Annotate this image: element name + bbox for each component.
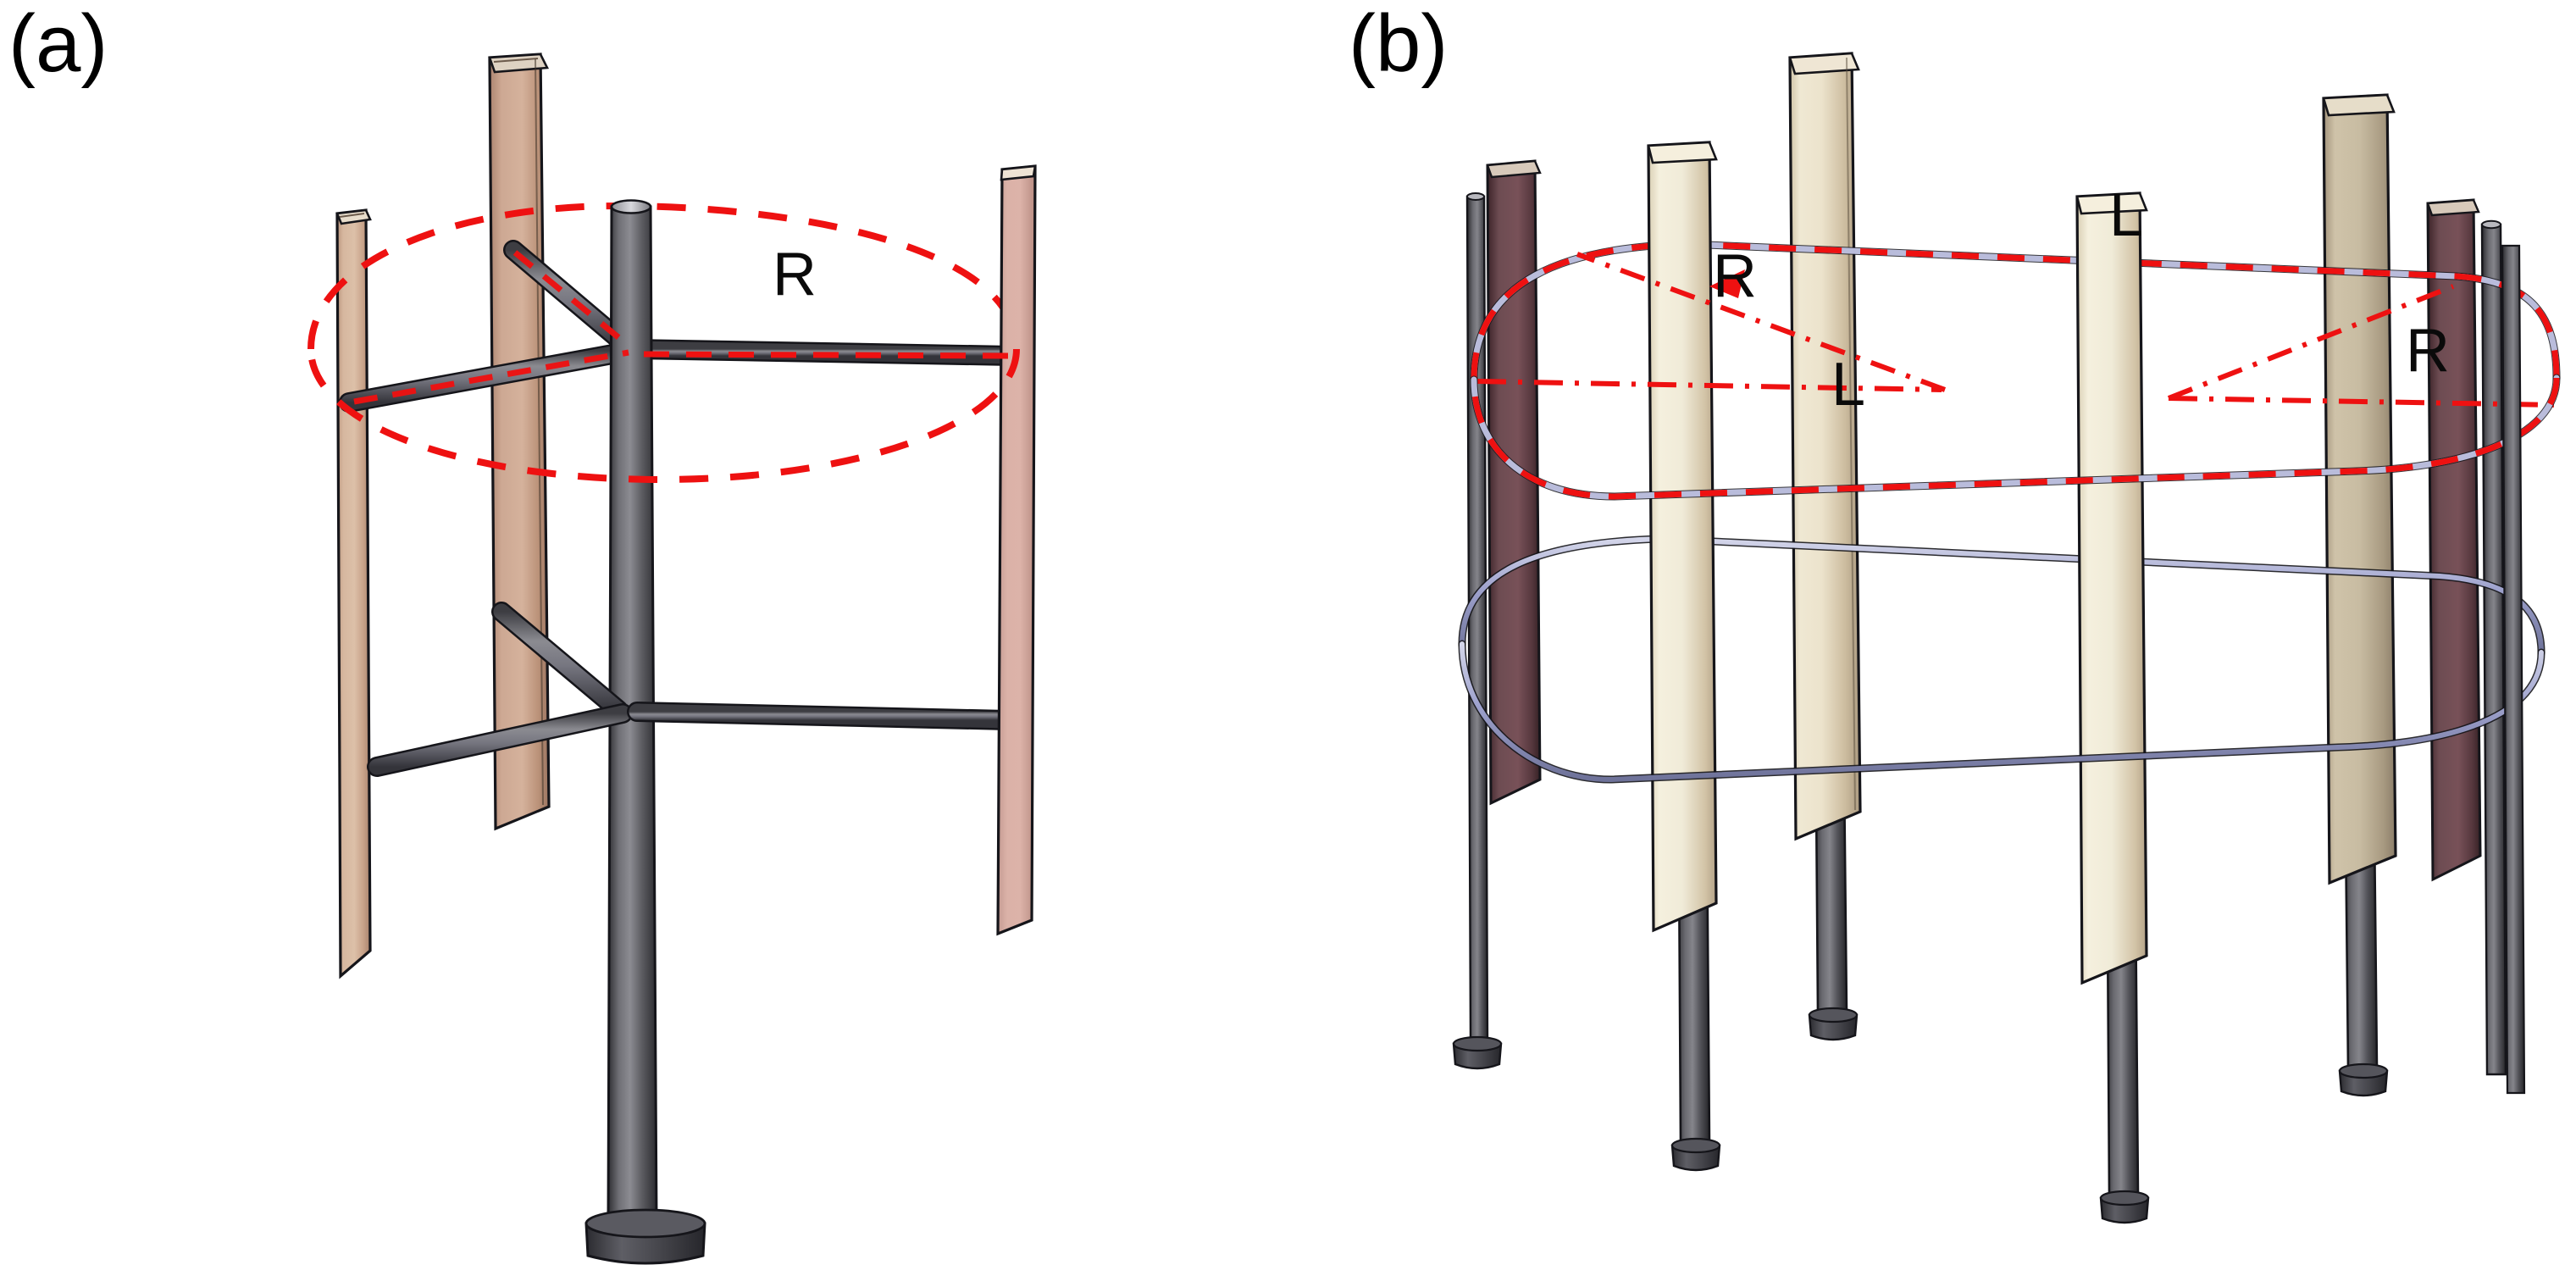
panel-label-b: (b) — [1349, 0, 1449, 89]
panel-label-a: (a) — [8, 0, 108, 89]
foot-b-back-left — [1452, 1035, 1503, 1070]
blade-a-right — [996, 164, 1037, 936]
base-foot-a — [584, 1208, 706, 1265]
foot-b-mid-front — [2099, 1190, 2150, 1224]
dimension-label-radius-b-right: R — [2406, 317, 2450, 385]
shaft-b-back-right — [2480, 219, 2507, 1076]
lower-path-b-far — [1458, 535, 2546, 657]
foot-b-mid-back — [1808, 1007, 1859, 1041]
dimension-label-radius-a: R — [773, 241, 817, 308]
dimension-label-length-b-top: L — [2109, 181, 2144, 249]
panel-b-assembly — [1452, 52, 2561, 1224]
panel-a-assembly — [307, 53, 1037, 1265]
blade-b-right-back-taupe — [2322, 93, 2397, 885]
strut-group-lower-a — [367, 602, 1018, 777]
foot-b-right-back — [2338, 1062, 2389, 1097]
blade-b-mid-back-cream — [1788, 52, 1862, 841]
rotor-path-circle-a-near — [307, 250, 1020, 484]
blade-b-back-left-maroon — [1486, 159, 1542, 806]
blade-b-back-right-maroon — [2426, 198, 2482, 882]
shaft-b-far-right — [2501, 244, 2526, 1095]
blade-b-left-front-cream — [1647, 141, 1718, 933]
blade-a-left — [335, 208, 372, 979]
dimension-label-radius-b-left: R — [1713, 242, 1757, 310]
radius-construction-lines-b — [1476, 252, 2559, 408]
foot-b-left-front — [1670, 1137, 1721, 1172]
blade-a-back — [488, 53, 551, 831]
rotor-path-b-near — [1470, 374, 2561, 501]
dimension-label-length-b-front: L — [1831, 351, 1866, 419]
blade-b-mid-front-cream — [2075, 191, 2148, 985]
